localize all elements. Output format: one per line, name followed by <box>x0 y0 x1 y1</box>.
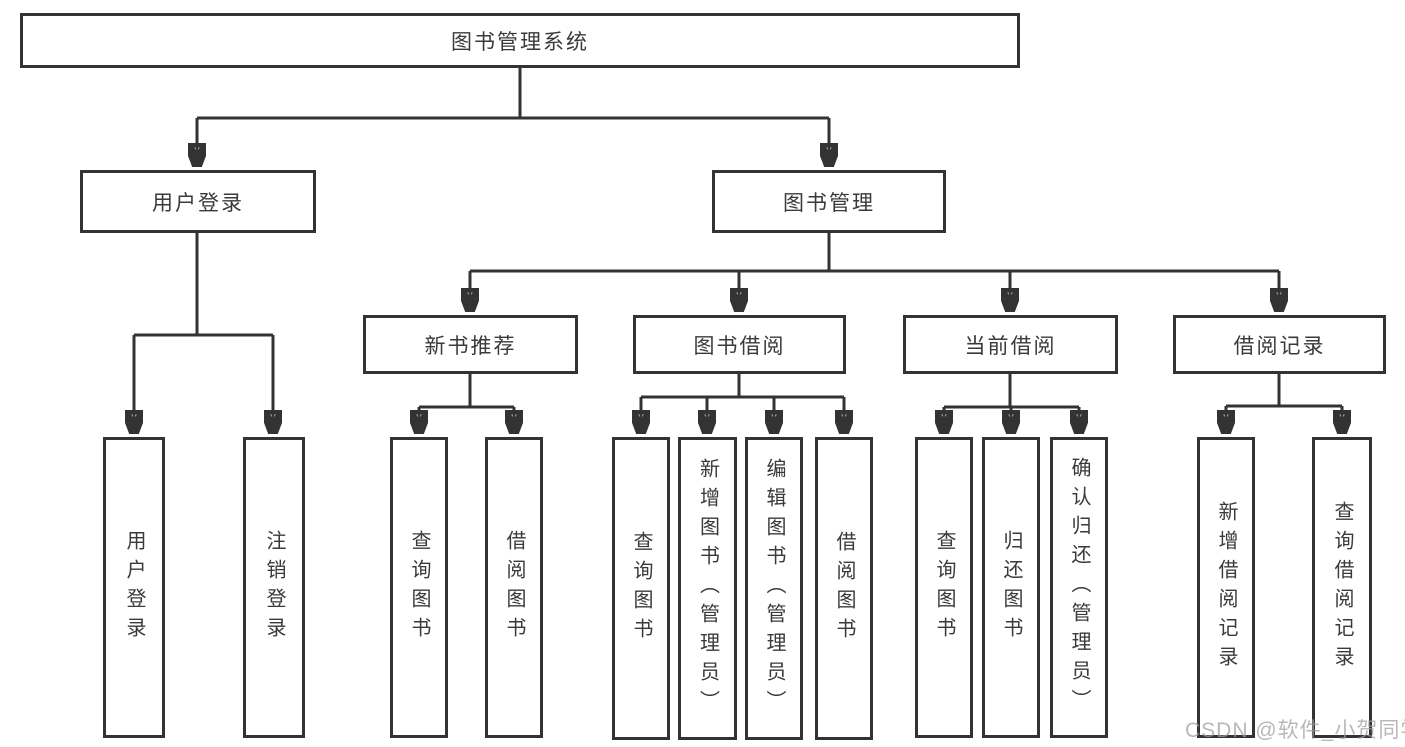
edges-borrow-records-to-leaves <box>1226 374 1342 434</box>
csdn-watermark: CSDN @软件_小贺同学 <box>1185 719 1405 742</box>
node-book-management: 图书管理 <box>712 170 946 233</box>
node-new-book-recommend: 新书推荐 <box>363 315 578 374</box>
leaf-query-borrow-record: 查询借阅记录 <box>1312 437 1372 738</box>
leaf-query-books-1: 查询图书 <box>390 437 448 738</box>
node-label: 注销登录 <box>263 529 285 646</box>
node-label: 当前借阅 <box>964 334 1057 358</box>
edges-book-management-to-level3 <box>470 233 1279 312</box>
node-label: 归还图书 <box>1000 529 1022 646</box>
leaf-borrow-books-2: 借阅图书 <box>815 437 873 740</box>
node-user-login: 用户登录 <box>80 170 316 233</box>
node-book-borrow: 图书借阅 <box>633 315 846 374</box>
leaf-logout: 注销登录 <box>243 437 305 738</box>
node-label: 用户登录 <box>152 191 244 215</box>
edges-current-borrow-to-leaves <box>944 374 1079 434</box>
leaf-edit-book-admin: 编辑图书（管理员） <box>745 437 803 740</box>
node-label: 新增借阅记录 <box>1215 500 1237 675</box>
node-label: 查询图书 <box>933 529 955 646</box>
node-current-borrow: 当前借阅 <box>903 315 1118 374</box>
node-label: 图书借阅 <box>693 334 786 358</box>
node-label: 编辑图书（管理员） <box>763 458 785 719</box>
leaf-query-books-3: 查询图书 <box>915 437 973 738</box>
leaf-borrow-books-1: 借阅图书 <box>485 437 543 738</box>
leaf-return-books: 归还图书 <box>982 437 1040 738</box>
leaf-user-login: 用户登录 <box>103 437 165 738</box>
node-label: 图书管理 <box>783 191 875 215</box>
node-library-management-system: 图书管理系统 <box>20 13 1020 68</box>
node-label: 确认归还（管理员） <box>1068 457 1090 718</box>
node-label: 用户登录 <box>123 529 145 646</box>
edges-root-to-level2 <box>197 68 829 167</box>
leaf-add-borrow-record: 新增借阅记录 <box>1197 437 1255 738</box>
node-label: 查询借阅记录 <box>1331 500 1353 675</box>
node-label: 新书推荐 <box>424 334 517 358</box>
leaf-query-books-2: 查询图书 <box>612 437 670 740</box>
node-label: 借阅记录 <box>1233 334 1326 358</box>
edges-new-book-recommend-to-leaves <box>419 374 514 434</box>
leaf-confirm-return-admin: 确认归还（管理员） <box>1050 437 1108 738</box>
edges-user-login-to-leaves <box>134 233 273 434</box>
node-label: 图书管理系统 <box>451 30 589 54</box>
node-borrow-records: 借阅记录 <box>1173 315 1386 374</box>
node-label: 查询图书 <box>408 529 430 646</box>
node-label: 新增图书（管理员） <box>696 458 719 719</box>
leaf-add-book-admin: 新增图书（管理员） <box>678 437 737 740</box>
node-label: 查询图书 <box>630 530 652 647</box>
edges-book-borrow-to-leaves <box>641 374 844 434</box>
node-label: 借阅图书 <box>833 530 855 647</box>
node-label: 借阅图书 <box>503 529 525 646</box>
